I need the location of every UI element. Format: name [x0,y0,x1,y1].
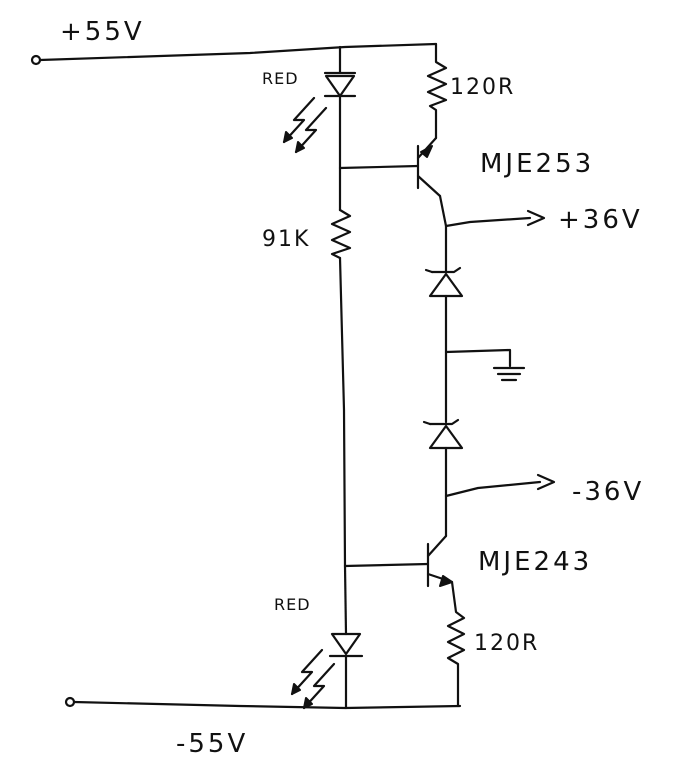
middle-resistor-label: 91K [262,227,310,252]
negative-supply-label: -55V [176,729,248,759]
negative-rail [64,696,462,710]
positive-rail [30,42,438,66]
right-chain-wire [438,194,448,538]
top-led-color-label: RED [262,69,299,88]
top-transistor [338,136,442,198]
negative-output-arrow [444,473,556,498]
bottom-transistor [343,534,454,588]
middle-resistor [330,208,352,260]
negative-output-label: -36V [572,477,644,507]
positive-output-label: +36V [558,205,643,235]
top-transistor-label: MJE253 [480,149,594,179]
lower-zener-diode [422,418,464,450]
bottom-resistor [446,580,466,708]
top-resistor-label: 120R [450,75,515,100]
bottom-resistor-label: 120R [474,631,539,656]
positive-output-arrow [444,209,546,228]
ground-symbol [444,348,526,382]
left-chain-wire [338,45,348,710]
positive-supply-label: +55V [60,17,145,47]
bottom-led [290,632,364,710]
top-led [282,71,357,154]
bottom-transistor-label: MJE243 [478,547,592,577]
bottom-led-color-label: RED [274,595,311,614]
top-resistor [426,42,448,140]
upper-zener-diode [424,266,464,298]
